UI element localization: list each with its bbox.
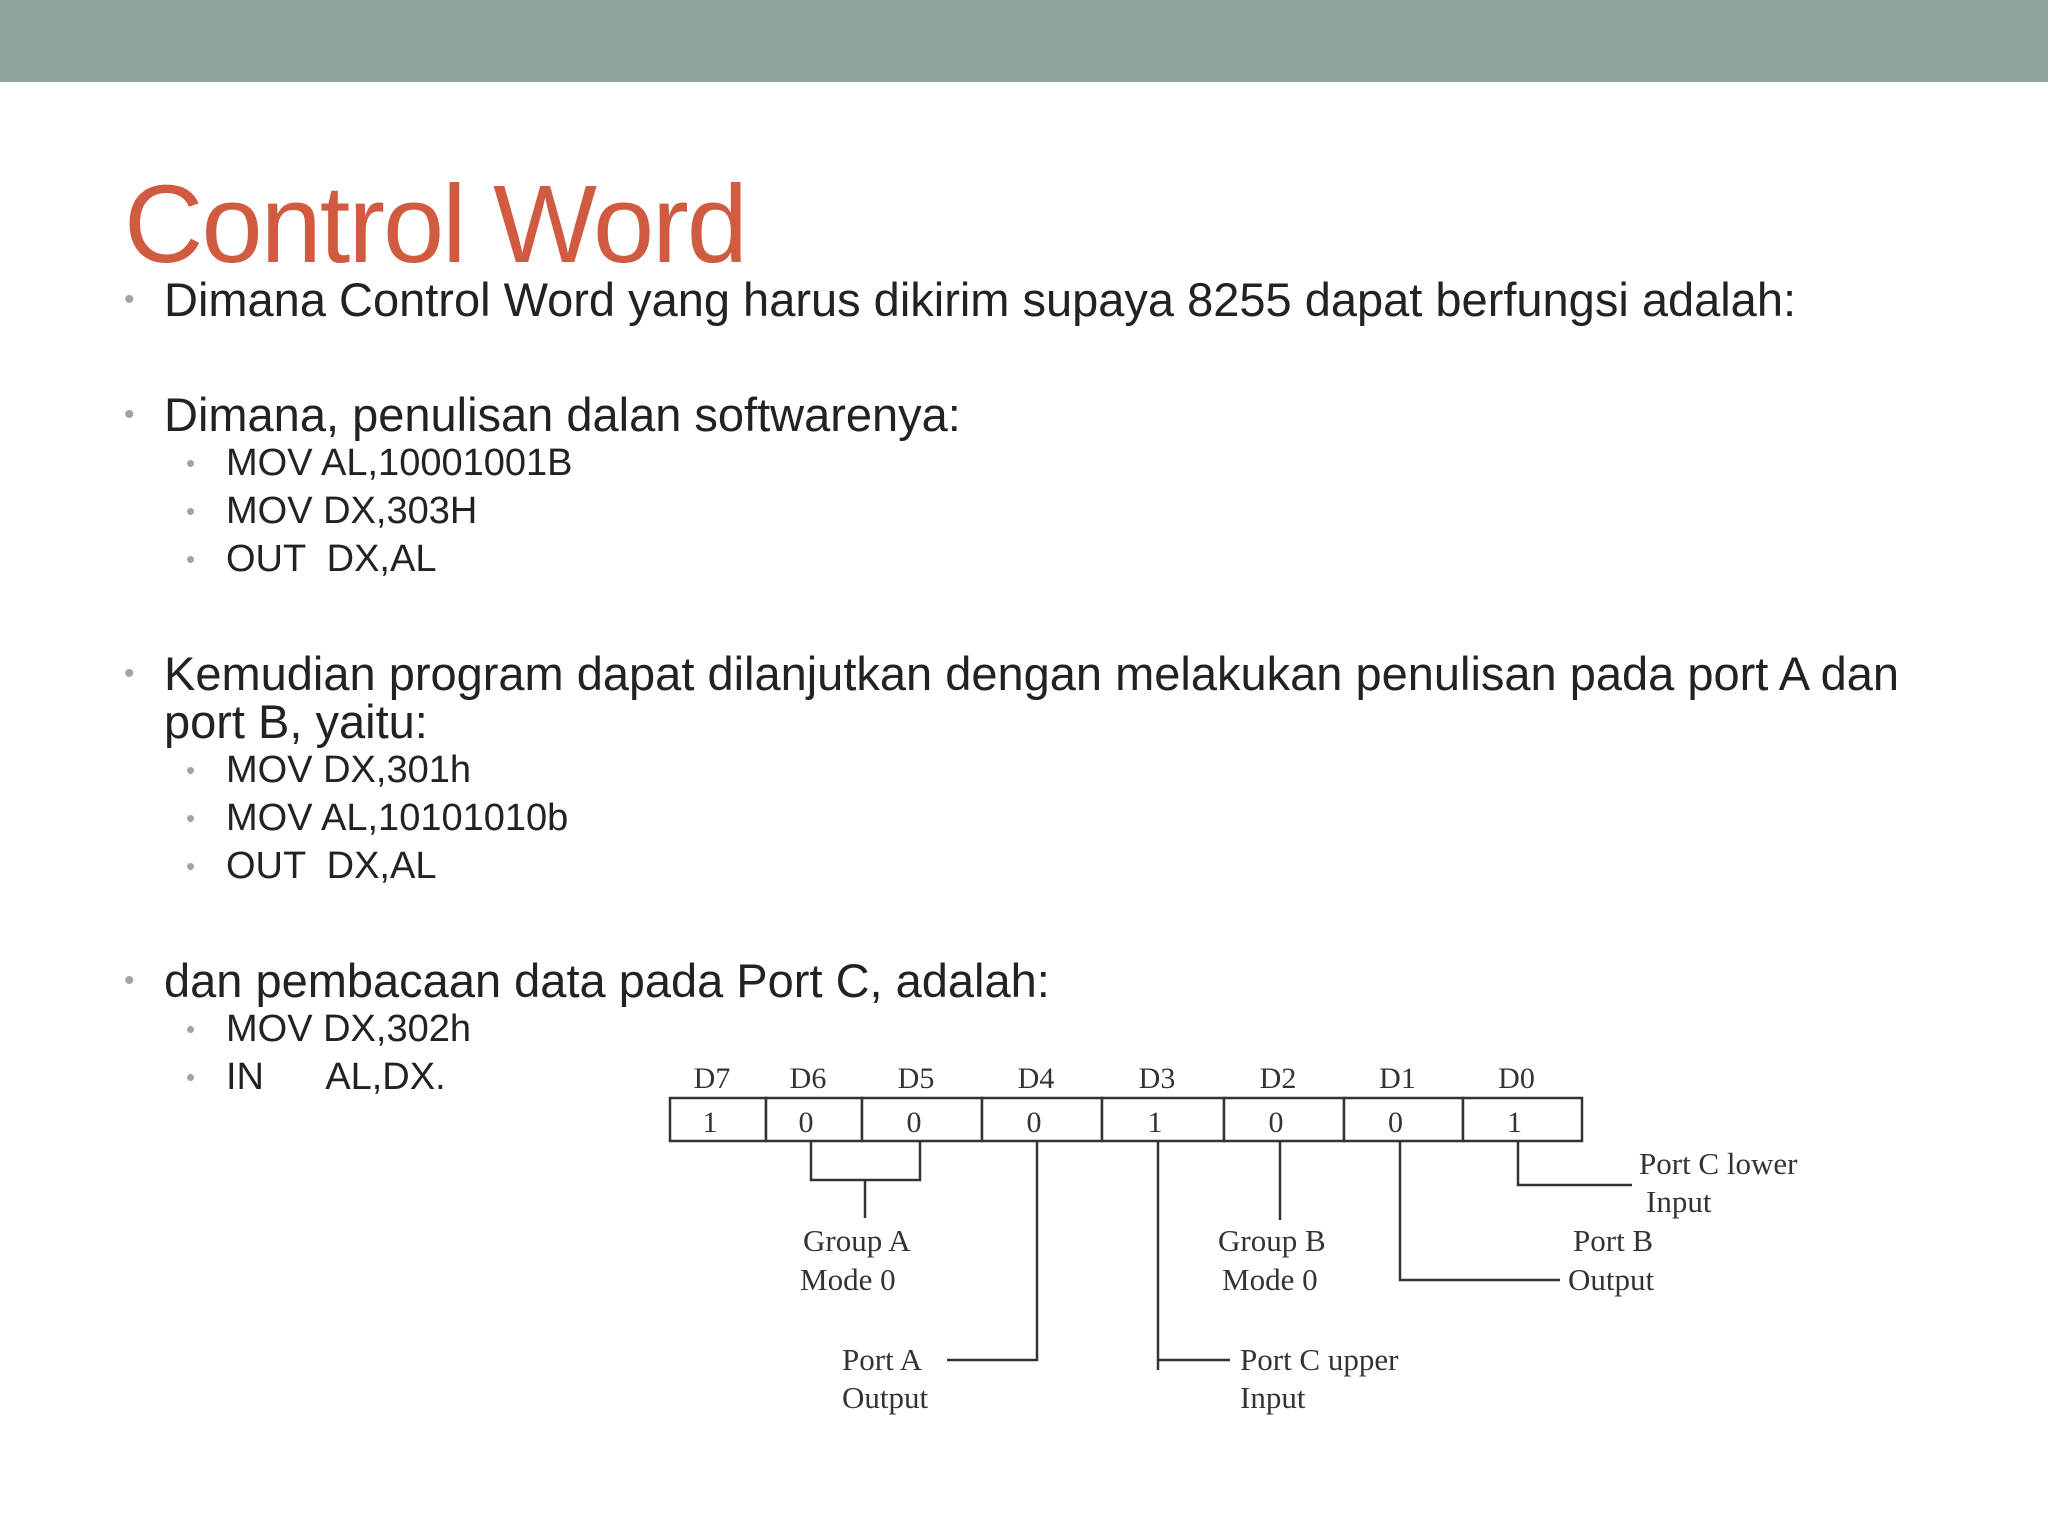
bullet-dot-icon: • — [186, 448, 196, 478]
bit-cell-d7 — [668, 1096, 768, 1143]
sub-bullet-item: • MOV DX,303H — [124, 487, 1924, 535]
bit-label-d4: D4 — [1018, 1062, 1055, 1095]
bit-cell-d4 — [980, 1096, 1104, 1143]
bit-label-d1: D1 — [1379, 1062, 1416, 1095]
bit-value-d5: 0 — [907, 1106, 922, 1139]
bullet-item: • dan pembacaan data pada Port C, adalah… — [124, 957, 1924, 1005]
code-line: MOV AL,10001001B — [226, 442, 573, 484]
bullet-item: • Dimana Control Word yang harus dikirim… — [124, 276, 1924, 324]
bit-value-d2: 0 — [1269, 1106, 1284, 1139]
bullet-text: Dimana Control Word yang harus dikirim s… — [164, 273, 1797, 326]
group-a-bracket — [809, 1141, 922, 1182]
bullet-dot-icon: • — [186, 803, 196, 833]
port-a-output-label: Output — [842, 1380, 929, 1415]
bullet-text: Kemudian program dapat dilanjutkan denga… — [164, 647, 1900, 748]
header-bar — [0, 0, 2048, 82]
port-c-upper-label: Port C upper — [1240, 1342, 1399, 1377]
bullet-item: • Kemudian program dapat dilanjutkan den… — [124, 650, 1924, 746]
sub-bullet-item: • OUT DX,AL — [124, 535, 1924, 583]
code-line: OUT DX,AL — [226, 538, 437, 580]
bullet-item: • Dimana, penulisan dalan softwarenya: — [124, 391, 1924, 439]
code-line: MOV DX,302h — [226, 1008, 471, 1050]
bit-label-d5: D5 — [898, 1062, 935, 1095]
port-a-line — [947, 1141, 1039, 1362]
port-c-lower-label: Port C lower — [1639, 1146, 1798, 1181]
bullet-text: dan pembacaan data pada Port C, adalah: — [164, 954, 1050, 1007]
code-line: IN AL,DX. — [226, 1056, 446, 1098]
bit-cell-d0 — [1461, 1096, 1584, 1143]
bit-label-d0: D0 — [1498, 1062, 1535, 1095]
bit-label-d6: D6 — [790, 1062, 827, 1095]
bullet-dot-icon: • — [186, 1062, 196, 1092]
code-line: MOV DX,301h — [226, 749, 471, 791]
sub-bullet-item: • MOV AL,10001001B — [124, 439, 1924, 487]
bullet-dot-icon: • — [124, 398, 135, 431]
port-b-line — [1398, 1141, 1560, 1282]
bit-label-d2: D2 — [1260, 1062, 1297, 1095]
group-a-mode-label: Mode 0 — [800, 1262, 896, 1297]
bullet-dot-icon: • — [124, 657, 135, 690]
bullet-dot-icon: • — [186, 755, 196, 785]
sub-bullet-item: • MOV AL,10101010b — [124, 794, 1924, 842]
connector-lines — [809, 1141, 1632, 1370]
bullet-dot-icon: • — [124, 964, 135, 997]
sub-bullet-item: • OUT DX,AL — [124, 842, 1924, 890]
bit-value-d4: 0 — [1027, 1106, 1042, 1139]
bit-label-d3: D3 — [1139, 1062, 1176, 1095]
port-c-lower-input-label: Input — [1646, 1184, 1712, 1219]
bullet-dot-icon: • — [124, 283, 135, 316]
bit-cell-d6 — [764, 1096, 864, 1143]
bit-value-d6: 0 — [799, 1106, 814, 1139]
port-c-lower-line — [1516, 1141, 1632, 1187]
code-line: OUT DX,AL — [226, 845, 437, 887]
bit-value-d7: 1 — [703, 1106, 718, 1139]
bit-value-d3: 1 — [1148, 1106, 1163, 1139]
port-a-label: Port A — [842, 1342, 923, 1377]
slide-body: • Dimana Control Word yang harus dikirim… — [124, 276, 1924, 1101]
bit-value-d0: 1 — [1507, 1106, 1522, 1139]
group-b-mode-label: Mode 0 — [1222, 1262, 1318, 1297]
slide-title: Control Word — [124, 163, 748, 286]
bit-cell-d5 — [860, 1096, 984, 1143]
code-line: MOV AL,10101010b — [226, 797, 569, 839]
port-c-upper-input-label: Input — [1240, 1380, 1306, 1415]
bit-cell-d1 — [1342, 1096, 1465, 1143]
port-b-label: Port B — [1573, 1223, 1653, 1258]
bullet-dot-icon: • — [186, 851, 196, 881]
bit-register: D7 1 D6 0 D5 0 D4 0 D3 1 D2 0 D1 0 D0 1 — [668, 1062, 1584, 1143]
bullet-dot-icon: • — [186, 496, 196, 526]
port-b-output-label: Output — [1568, 1262, 1655, 1297]
bullet-text: Dimana, penulisan dalan softwarenya: — [164, 388, 961, 441]
sub-bullet-item: • MOV DX,301h — [124, 746, 1924, 794]
group-a-label: Group A — [803, 1223, 911, 1258]
code-line: MOV DX,303H — [226, 490, 478, 532]
bullet-dot-icon: • — [186, 544, 196, 574]
bit-value-d1: 0 — [1388, 1106, 1403, 1139]
sub-bullet-item: • MOV DX,302h — [124, 1005, 1924, 1053]
bit-cell-d3 — [1100, 1096, 1226, 1143]
bit-cell-d2 — [1222, 1096, 1346, 1143]
group-b-label: Group B — [1218, 1223, 1326, 1258]
bullet-dot-icon: • — [186, 1014, 196, 1044]
bit-label-d7: D7 — [694, 1062, 731, 1095]
sub-bullet-item: • IN AL,DX. — [124, 1053, 1924, 1101]
